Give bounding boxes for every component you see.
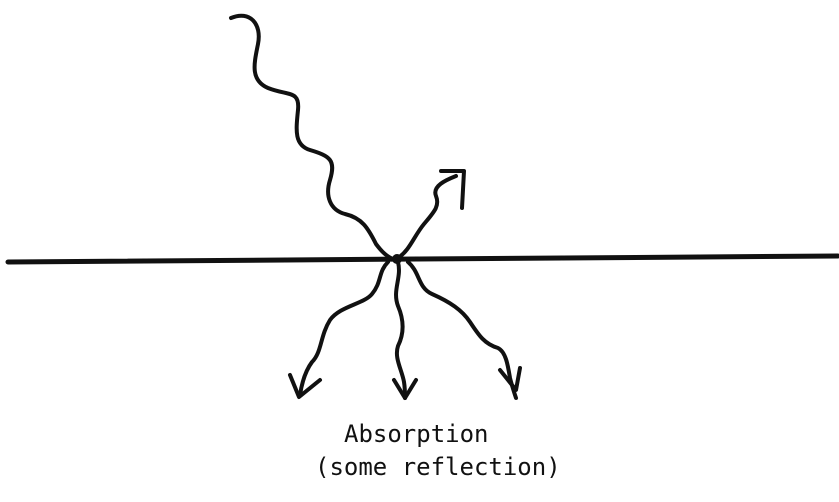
caption-some-reflection: (some reflection) bbox=[315, 455, 561, 479]
caption-absorption: Absorption bbox=[344, 422, 489, 446]
surface-line bbox=[8, 256, 838, 262]
interaction-point bbox=[392, 254, 402, 264]
absorbed-ray-right bbox=[408, 262, 516, 398]
absorbed-ray-middle bbox=[396, 262, 405, 398]
reflected-ray bbox=[398, 176, 456, 258]
incident-ray bbox=[231, 16, 396, 260]
absorbed-ray-left bbox=[300, 262, 388, 395]
